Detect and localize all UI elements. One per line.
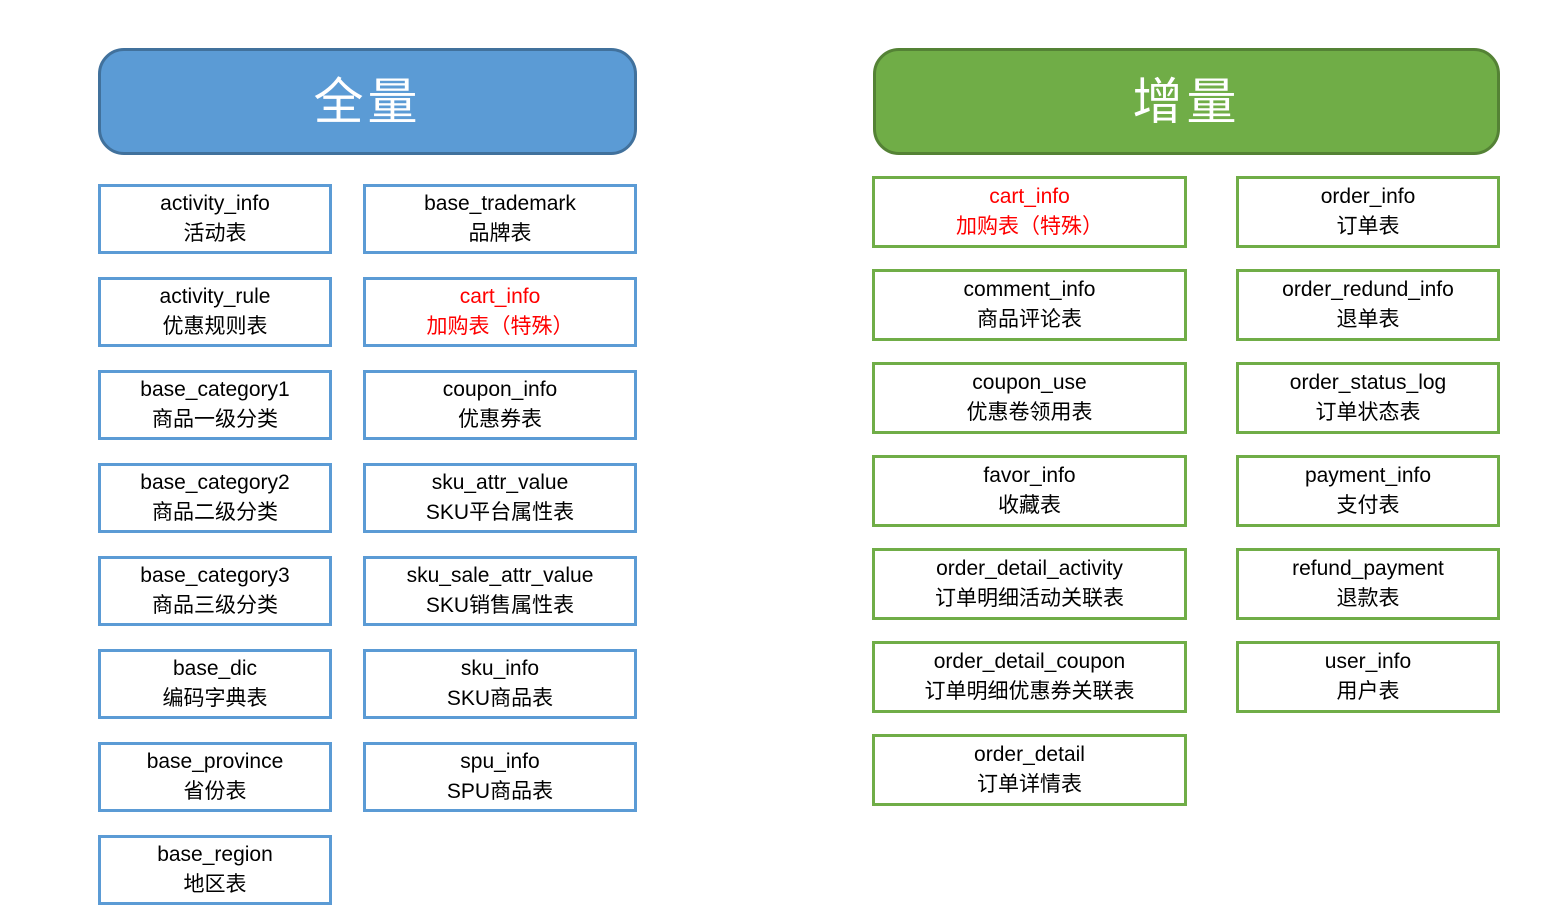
table-box-activity-rule: activity_rule 优惠规则表: [98, 277, 332, 347]
table-name: order_detail_activity: [936, 557, 1123, 580]
table-label: 订单表: [1336, 215, 1400, 238]
table-box-comment-info: comment_info 商品评论表: [872, 269, 1187, 341]
table-label: SPU商品表: [446, 780, 554, 803]
incremental-sync-column-b: order_info 订单表 order_redund_info 退单表 ord…: [1236, 176, 1500, 734]
table-label: 订单详情表: [977, 773, 1082, 796]
table-name: payment_info: [1304, 464, 1432, 487]
incremental-sync-column-a: cart_info 加购表（特殊） comment_info 商品评论表 cou…: [872, 176, 1187, 827]
table-label: 退单表: [1336, 308, 1400, 331]
table-label: 商品二级分类: [152, 501, 278, 524]
table-label: 收藏表: [998, 494, 1061, 517]
table-label: 优惠卷领用表: [966, 401, 1093, 424]
table-label: 优惠规则表: [162, 315, 268, 338]
full-sync-column-a: activity_info 活动表 activity_rule 优惠规则表 ba…: [98, 184, 332, 911]
table-box-payment-info: payment_info 支付表: [1236, 455, 1500, 527]
table-box-activity-info: activity_info 活动表: [98, 184, 332, 254]
table-box-order-info: order_info 订单表: [1236, 176, 1500, 248]
table-box-sku-attr-value: sku_attr_value SKU平台属性表: [363, 463, 637, 533]
table-label: 用户表: [1336, 680, 1400, 703]
table-box-refund-payment: refund_payment 退款表: [1236, 548, 1500, 620]
table-label: 品牌表: [468, 222, 532, 245]
table-box-order-detail: order_detail 订单详情表: [872, 734, 1187, 806]
table-name: base_category1: [140, 378, 290, 401]
full-sync-header: 全量: [98, 48, 637, 155]
table-label: SKU平台属性表: [425, 501, 575, 524]
table-name: base_dic: [172, 657, 258, 680]
table-box-sku-info: sku_info SKU商品表: [363, 649, 637, 719]
table-name: refund_payment: [1292, 557, 1444, 580]
table-name: sku_sale_attr_value: [406, 564, 594, 587]
table-box-base-category1: base_category1 商品一级分类: [98, 370, 332, 440]
table-label: 订单明细优惠券关联表: [924, 680, 1135, 703]
table-name: order_detail: [974, 743, 1085, 766]
table-box-cart-info-full: cart_info 加购表（特殊）: [363, 277, 637, 347]
table-box-base-dic: base_dic 编码字典表: [98, 649, 332, 719]
table-box-order-status-log: order_status_log 订单状态表: [1236, 362, 1500, 434]
table-label: 加购表（特殊）: [426, 315, 574, 338]
table-box-order-detail-activity: order_detail_activity 订单明细活动关联表: [872, 548, 1187, 620]
full-sync-column-b: base_trademark 品牌表 cart_info 加购表（特殊） cou…: [363, 184, 637, 835]
table-label: 省份表: [183, 780, 247, 803]
table-name: order_detail_coupon: [933, 650, 1126, 673]
table-name: activity_rule: [159, 285, 271, 308]
table-box-order-detail-coupon: order_detail_coupon 订单明细优惠券关联表: [872, 641, 1187, 713]
table-label: 商品一级分类: [152, 408, 278, 431]
table-box-spu-info: spu_info SPU商品表: [363, 742, 637, 812]
table-box-base-region: base_region 地区表: [98, 835, 332, 905]
table-box-coupon-use: coupon_use 优惠卷领用表: [872, 362, 1187, 434]
table-name: favor_info: [983, 464, 1076, 487]
table-box-cart-info-incremental: cart_info 加购表（特殊）: [872, 176, 1187, 248]
table-label: SKU销售属性表: [425, 594, 575, 617]
table-name: base_region: [157, 843, 273, 866]
table-name: cart_info: [989, 185, 1070, 208]
table-box-favor-info: favor_info 收藏表: [872, 455, 1187, 527]
table-label: 加购表（特殊）: [956, 215, 1103, 238]
table-box-base-province: base_province 省份表: [98, 742, 332, 812]
table-name: base_category2: [140, 471, 290, 494]
table-label: 商品评论表: [977, 308, 1082, 331]
table-name: base_province: [146, 750, 284, 773]
table-label: SKU商品表: [446, 687, 554, 710]
table-name: activity_info: [160, 192, 270, 215]
table-box-base-category2: base_category2 商品二级分类: [98, 463, 332, 533]
table-name: cart_info: [459, 285, 541, 308]
table-box-coupon-info: coupon_info 优惠券表: [363, 370, 637, 440]
table-name: order_info: [1320, 185, 1416, 208]
table-name: sku_attr_value: [431, 471, 569, 494]
table-name: user_info: [1324, 650, 1412, 673]
table-name: order_redund_info: [1282, 278, 1454, 301]
table-label: 订单明细活动关联表: [935, 587, 1124, 610]
table-name: order_status_log: [1289, 371, 1447, 394]
table-box-user-info: user_info 用户表: [1236, 641, 1500, 713]
table-label: 支付表: [1336, 494, 1400, 517]
table-name: base_trademark: [424, 192, 576, 215]
table-name: base_category3: [140, 564, 290, 587]
table-name: coupon_use: [972, 371, 1087, 394]
table-label: 商品三级分类: [152, 594, 278, 617]
table-label: 订单状态表: [1315, 401, 1421, 424]
table-label: 地区表: [183, 873, 247, 896]
table-label: 优惠券表: [458, 408, 542, 431]
incremental-sync-header: 增量: [873, 48, 1500, 155]
table-name: coupon_info: [442, 378, 558, 401]
table-name: spu_info: [460, 750, 540, 773]
table-label: 活动表: [183, 222, 247, 245]
table-box-order-redund-info: order_redund_info 退单表: [1236, 269, 1500, 341]
table-name: sku_info: [460, 657, 540, 680]
table-label: 编码字典表: [162, 687, 268, 710]
table-box-base-trademark: base_trademark 品牌表: [363, 184, 637, 254]
table-name: comment_info: [963, 278, 1096, 301]
table-box-base-category3: base_category3 商品三级分类: [98, 556, 332, 626]
table-box-sku-sale-attr-value: sku_sale_attr_value SKU销售属性表: [363, 556, 637, 626]
table-label: 退款表: [1336, 587, 1400, 610]
